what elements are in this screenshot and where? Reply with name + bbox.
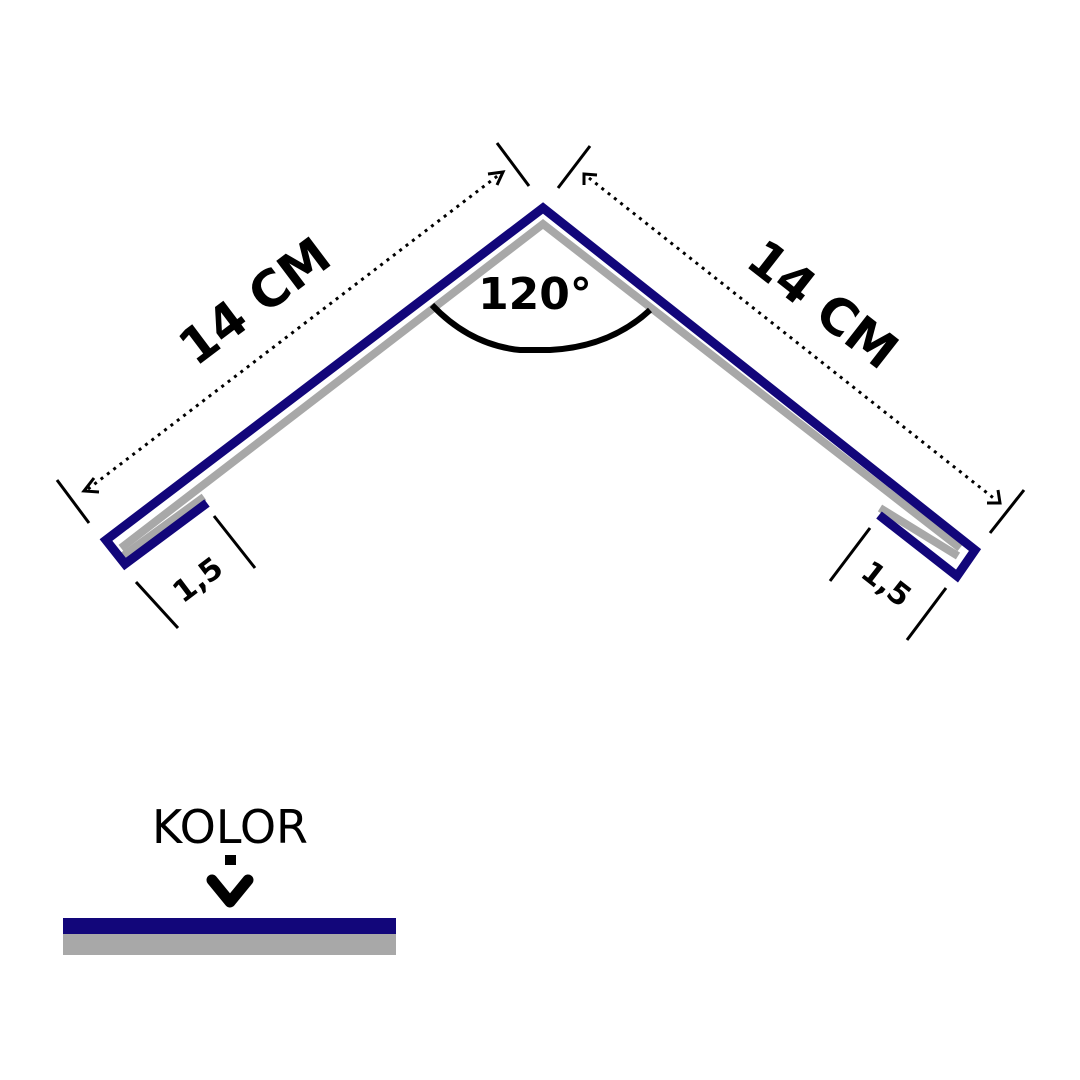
right-length-label: 14 CM	[736, 228, 908, 380]
legend-back-side	[63, 934, 396, 955]
arrow-down-icon	[206, 874, 254, 908]
right-hem-dimension	[828, 527, 948, 641]
left-hem-label: 1,5	[167, 550, 231, 610]
arrow-head-icon	[487, 170, 506, 186]
left-hem-dimension	[134, 515, 257, 630]
angle-arc	[429, 302, 653, 353]
left-length-label: 14 CM	[168, 226, 341, 377]
right-dimension	[556, 145, 1026, 534]
angle-label: 120°	[478, 269, 592, 320]
right-hem-label: 1,5	[854, 554, 917, 614]
arrow-head-icon	[582, 172, 598, 185]
legend-label: KOLOR	[152, 800, 308, 854]
left-dimension	[55, 142, 531, 524]
legend-color-side	[63, 918, 396, 934]
legend-arrow-stem	[225, 855, 236, 865]
profile-back-side	[118, 218, 963, 560]
arrow-head-icon	[987, 489, 1002, 505]
arrow-head-icon	[81, 477, 100, 494]
profile-color-side	[99, 202, 982, 583]
